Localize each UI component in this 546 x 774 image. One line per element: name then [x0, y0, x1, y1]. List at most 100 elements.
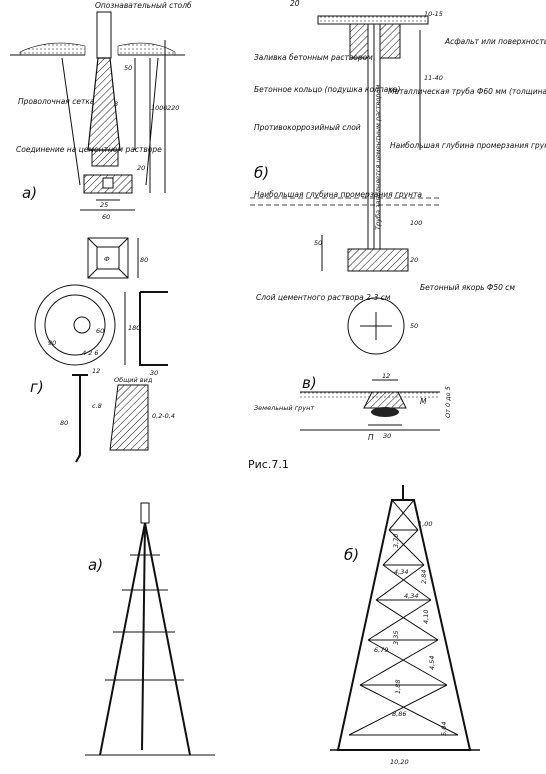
dim-30-v: 30	[383, 432, 391, 440]
marker-post	[96, 11, 112, 59]
marker-letter: Ф	[104, 255, 110, 263]
tower-level-9: 1,88	[394, 680, 402, 694]
panel-label-b1: б)	[254, 164, 269, 182]
ground-lines-v	[300, 391, 440, 431]
soil-mound-left	[19, 42, 86, 56]
label-opoz-stolb: Опознавательный столб	[95, 1, 192, 10]
dim-1000: 1000	[151, 104, 168, 112]
tower-level-7: 6,79	[374, 646, 388, 654]
label-truba-vert: Труба заполняется цементным раствором	[374, 85, 382, 230]
dim-50: 50	[124, 64, 132, 72]
tower-level-11: 5,04	[440, 722, 448, 736]
dim-c8: c.8	[92, 402, 102, 410]
tower-level-0: 1,00	[418, 520, 432, 528]
dim-lines-b	[321, 30, 421, 271]
disc-r90: 90	[48, 339, 56, 347]
panel-label-a1: а)	[22, 184, 37, 202]
marker-nail	[72, 374, 88, 463]
channel-profile	[139, 291, 168, 366]
label-sloy-cement: Слой цементного раствора 2-3 см	[256, 293, 391, 302]
label-glub-left: Наибольшая глубина промерзания грунта	[254, 190, 422, 199]
disc-center-mark	[73, 316, 91, 334]
label-p: П	[368, 433, 374, 442]
side-view-block	[109, 384, 149, 451]
lattice-tower	[330, 485, 480, 751]
disc-num: 4 2 6	[82, 349, 99, 357]
dim-0204: 0,2-0,4	[152, 412, 175, 420]
label-side-view: Общий вид	[114, 376, 153, 384]
tripod-signal	[85, 502, 215, 756]
plan-square-outer	[87, 237, 129, 279]
surface-slab	[317, 15, 429, 25]
tower-level-8: 4,54	[428, 656, 436, 670]
anchor-plan-circle	[347, 297, 405, 355]
label-provolochnaya: Проволочная сетка	[18, 97, 95, 106]
dimension-lines	[134, 40, 166, 193]
label-protivo: Противокоррозийный слой	[254, 123, 361, 132]
figure-v-ground-mark	[300, 379, 440, 431]
label-betonny-yakor: Бетонный якорь Ф50 см	[420, 283, 515, 292]
disc-r60: 60	[96, 327, 104, 335]
panel-label-a2: а)	[88, 556, 103, 574]
disc-ring	[44, 294, 106, 356]
tower-level-5: 4,10	[422, 610, 430, 624]
label-soedinenie: Соединение на цементном растворе	[16, 145, 162, 154]
panel-label-v: в)	[302, 374, 317, 392]
concrete-anchor	[347, 248, 409, 272]
label-grunt: Земельный грунт	[254, 404, 314, 412]
dim-80: 80	[140, 256, 148, 264]
tower-level-2: 4,34	[394, 568, 408, 576]
tower-level-1: 3,70	[392, 534, 400, 548]
anchor-plan-cross	[360, 312, 392, 340]
tripod-rungs	[105, 554, 184, 681]
dim-180: 180	[128, 324, 140, 332]
tripod-legs	[99, 522, 191, 756]
panel-label-b2: б)	[344, 546, 359, 564]
dim-10-15: 10-15	[424, 10, 443, 18]
tower-level-4: 4,34	[404, 592, 418, 600]
dim-12: 12	[92, 367, 100, 375]
panel-label-g: г)	[30, 378, 44, 396]
dim-50: 50	[314, 239, 322, 247]
mark-cone	[363, 391, 407, 409]
tower-level-6: 3,35	[392, 631, 400, 645]
dim-12-v: 12	[382, 372, 390, 380]
pillar-base	[91, 149, 119, 167]
dim-8: 8	[114, 100, 118, 108]
dim-20b: 20	[410, 256, 418, 264]
signal-target	[140, 502, 150, 524]
dim-11-40: 11-40	[424, 74, 443, 82]
dim-220: 220	[167, 104, 179, 112]
pit-walls	[61, 57, 159, 186]
figure-caption: Рис.7.1	[248, 458, 289, 471]
figure-g-disc	[34, 284, 168, 463]
disc-outer	[34, 284, 116, 366]
horizontal-dimensions	[80, 199, 135, 211]
dim-50b: 50	[410, 322, 418, 330]
plan-square-inner	[96, 246, 120, 270]
dim-20: 20	[137, 164, 145, 172]
figure-b-pipe-benchmark	[250, 15, 440, 355]
tower-level-3: 2,84	[420, 570, 428, 584]
tower-level-12: 10,20	[390, 758, 409, 766]
dim-30b: 30	[150, 369, 158, 377]
mark-plate	[371, 407, 399, 417]
dim-0-5: От 0 до 5	[444, 386, 452, 418]
dim-80b: 80	[60, 419, 68, 427]
dim-60: 60	[102, 213, 110, 221]
label-betonnoe-kolco: Бетонное кольцо (подушка колпака)	[254, 85, 400, 94]
label-m: М	[420, 397, 427, 406]
label-zalivka: Заливка бетонным раствором	[254, 53, 373, 62]
label-metal-truba: Металлическая труба Ф60 мм (толщина стен…	[388, 87, 546, 96]
freeze-depth-lines	[250, 197, 440, 206]
concrete-pillar	[87, 57, 121, 151]
label-asfalt: Асфальт или поверхность земли, очищенная…	[444, 37, 546, 46]
lower-block-core	[102, 177, 114, 189]
figure-a-monolith	[10, 11, 185, 279]
dim-25: 25	[100, 201, 108, 209]
soil-mound-right	[117, 42, 176, 56]
tower-level-10: 8,86	[392, 710, 406, 718]
label-glub-right: Наибольшая глубина промерзания грунта	[390, 141, 546, 150]
dim-100: 100	[410, 219, 422, 227]
